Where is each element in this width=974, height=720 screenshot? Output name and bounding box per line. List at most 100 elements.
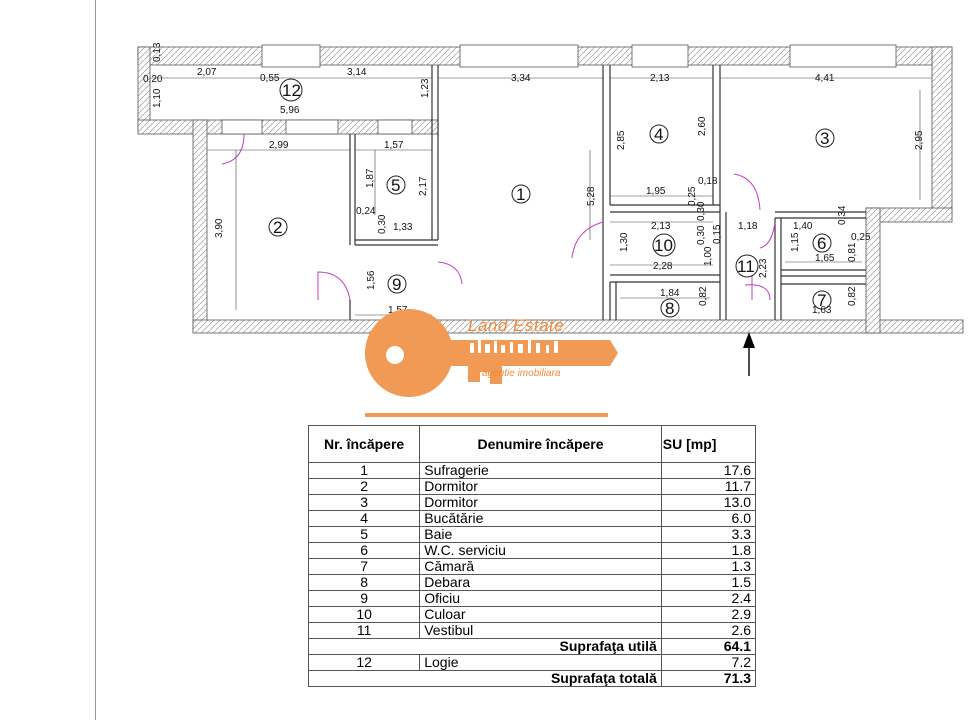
dimension-label: 1,33 xyxy=(393,222,413,233)
dimension-label: 2,23 xyxy=(758,258,769,278)
dimension-label: 0,30 xyxy=(696,201,707,221)
total-label: Suprafaţa totală xyxy=(308,670,662,687)
room-nr: 4 xyxy=(307,510,421,527)
room-nr: 1 xyxy=(307,462,421,479)
area-table: Nr. încăpere Denumire încăpere SU [mp] 1… xyxy=(307,425,757,687)
table-header-row: Nr. încăpere Denumire încăpere SU [mp] xyxy=(307,425,757,463)
header-nr: Nr. încăpere xyxy=(307,425,421,463)
room-nr: 6 xyxy=(307,542,421,559)
room-number: 9 xyxy=(392,275,401,294)
dimension-label: 1,15 xyxy=(790,232,801,252)
room-nr: 3 xyxy=(307,494,421,511)
page-border xyxy=(95,0,974,720)
room-nr: 9 xyxy=(307,590,421,607)
dimension-label: 1,30 xyxy=(619,232,630,252)
room-name: Culoar xyxy=(419,606,662,623)
dimension-label: 2,85 xyxy=(616,130,627,150)
room-number: 6 xyxy=(817,234,826,253)
room-area: 13.0 xyxy=(660,494,757,511)
room-area: 2.4 xyxy=(660,590,757,607)
dimension-label: 0,34 xyxy=(837,205,848,225)
dimension-label: 1,00 xyxy=(703,246,714,266)
logo-tagline: agentie imobiliara xyxy=(482,368,561,379)
room-number: 8 xyxy=(665,299,674,318)
room-name: Oficiu xyxy=(419,590,662,607)
dimension-label: 0,24 xyxy=(356,206,376,217)
dimension-label: 1,18 xyxy=(738,221,758,232)
room-number: 7 xyxy=(817,291,826,310)
dimension-label: 1,84 xyxy=(660,288,680,299)
room-name: Sufragerie xyxy=(419,462,662,479)
logo-name: Land Estate xyxy=(468,316,565,335)
room-number: 1 xyxy=(516,185,525,204)
dimension-label: 2,13 xyxy=(650,73,670,84)
dimension-label: 1,87 xyxy=(365,168,376,188)
dimension-label: 1,95 xyxy=(646,186,666,197)
dimension-label: 0,13 xyxy=(152,42,163,62)
dimension-label: 1,65 xyxy=(815,253,835,264)
room-name: Dormitor xyxy=(419,478,662,495)
room-number: 3 xyxy=(820,129,829,148)
total-value: 71.3 xyxy=(660,670,757,687)
total-row: Suprafaţa totală 71.3 xyxy=(308,670,757,687)
room-area: 3.3 xyxy=(660,526,757,543)
room-number: 12 xyxy=(282,81,301,100)
dimension-label: 2,13 xyxy=(651,221,671,232)
dimension-label: 0,15 xyxy=(712,224,723,244)
dimension-label: 2,17 xyxy=(418,176,429,196)
dimension-label: 2,60 xyxy=(697,116,708,136)
dimension-label: 0,25 xyxy=(851,232,871,243)
room-nr: 10 xyxy=(307,606,421,623)
room-area: 1.8 xyxy=(660,542,757,559)
dimension-label: 3,14 xyxy=(347,67,367,78)
dimension-label: 3,34 xyxy=(511,73,531,84)
dimension-label: 1,56 xyxy=(366,270,377,290)
dimension-label: 4,41 xyxy=(815,73,835,84)
dimension-label: 2,95 xyxy=(914,130,925,150)
dimension-label: 1,40 xyxy=(793,221,813,232)
room-area: 1.5 xyxy=(660,574,757,591)
dimension-label: 0,18 xyxy=(698,176,718,187)
room-area: 2.9 xyxy=(660,606,757,623)
land-estate-logo xyxy=(365,309,618,417)
room-nr: 7 xyxy=(307,558,421,575)
logie-nr: 12 xyxy=(307,654,421,671)
room-number: 4 xyxy=(654,125,663,144)
dimension-label: 0,20 xyxy=(143,74,163,85)
room-name: Debara xyxy=(419,574,662,591)
room-number: 11 xyxy=(737,257,755,276)
dimension-label: 5,96 xyxy=(280,105,300,116)
room-name: Cămară xyxy=(419,558,662,575)
room-number: 5 xyxy=(391,176,400,195)
header-name: Denumire încăpere xyxy=(419,425,662,463)
dimension-label: 1,10 xyxy=(152,88,163,108)
dimension-labels: 0,13 0,20 2,07 0,55 3,14 1,10 1,23 5,96 … xyxy=(143,42,925,316)
dimension-label: 2,28 xyxy=(653,261,673,272)
room-area: 11.7 xyxy=(660,478,757,495)
dimension-label: 0,82 xyxy=(698,286,709,306)
dimension-label: 1,23 xyxy=(420,78,431,98)
exterior-walls xyxy=(137,46,964,334)
dimension-label: 0,82 xyxy=(847,286,858,306)
room-name: Bucătărie xyxy=(419,510,662,527)
dimension-label: 0,30 xyxy=(696,225,707,245)
room-area: 2.6 xyxy=(660,622,757,639)
doors xyxy=(221,133,776,301)
dimension-label: 0,25 xyxy=(687,186,698,206)
room-number: 10 xyxy=(654,236,673,255)
dimension-label: 0,81 xyxy=(847,242,858,262)
dimension-lines xyxy=(150,77,932,316)
dimension-label: 1,57 xyxy=(384,140,404,151)
util-label: Suprafaţa utilă xyxy=(308,638,662,655)
